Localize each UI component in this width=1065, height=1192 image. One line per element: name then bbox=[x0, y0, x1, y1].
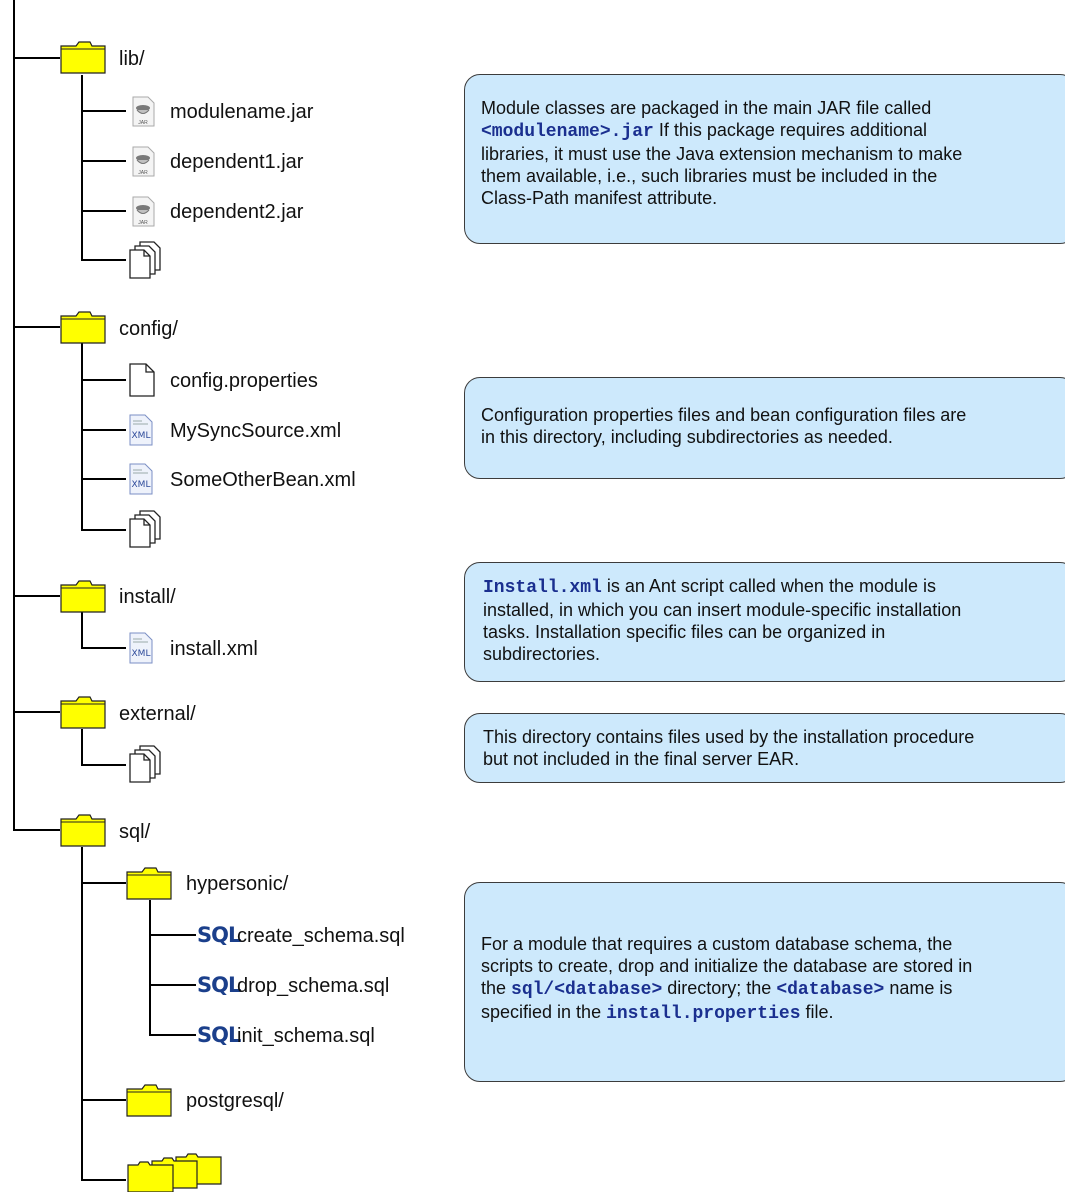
jar-file-icon: JAR bbox=[132, 96, 155, 127]
folder-icon bbox=[60, 580, 106, 613]
note-install: Install.xml is an Ant script called when… bbox=[464, 562, 1065, 682]
xml-file-icon: XML bbox=[129, 414, 153, 446]
sql-file-icon: SQL bbox=[197, 923, 241, 947]
folder-label-postgresql: postgresql/ bbox=[186, 1090, 284, 1112]
file-label-someotherbean-xml: SomeOtherBean.xml bbox=[170, 469, 356, 491]
multiple-folders-icon bbox=[127, 1153, 222, 1192]
sql-file-icon: SQL bbox=[197, 1023, 241, 1047]
folder-icon bbox=[60, 41, 106, 74]
file-label-mysyncsource-xml: MySyncSource.xml bbox=[170, 420, 342, 442]
svg-text:JAR: JAR bbox=[138, 120, 148, 126]
svg-text:XML: XML bbox=[132, 649, 151, 659]
trunk-line bbox=[13, 0, 60, 831]
folder-label-hypersonic: hypersonic/ bbox=[186, 873, 289, 895]
file-label-drop-schema: drop_schema.sql bbox=[237, 975, 390, 997]
config-children-line bbox=[81, 343, 126, 531]
file-icon bbox=[129, 363, 155, 397]
multiple-files-icon bbox=[129, 241, 161, 279]
file-label-install-xml: install.xml bbox=[170, 638, 258, 660]
note-sql-text: For a module that requires a custom data… bbox=[481, 934, 953, 954]
note-config: Configuration properties files and bean … bbox=[464, 377, 1065, 479]
folder-icon bbox=[126, 1084, 172, 1117]
note-lib-text: Module classes are packaged in the main … bbox=[481, 98, 932, 118]
note-config-text: Configuration properties files and bean … bbox=[481, 405, 967, 425]
multiple-files-icon bbox=[129, 745, 161, 783]
folder-label-lib: lib/ bbox=[119, 48, 145, 70]
hypersonic-children-line bbox=[149, 900, 196, 1036]
note-install-code: Install.xml bbox=[483, 578, 602, 598]
svg-text:JAR: JAR bbox=[138, 220, 148, 226]
sql-file-icon: SQL bbox=[197, 973, 241, 997]
file-label-dependent1-jar: dependent1.jar bbox=[170, 151, 304, 173]
file-label-create-schema: create_schema.sql bbox=[237, 925, 405, 947]
note-lib-code: <modulename>.jar bbox=[481, 122, 654, 142]
file-label-modulename-jar: modulename.jar bbox=[170, 101, 314, 123]
jar-file-icon: JAR bbox=[132, 146, 155, 177]
jar-file-icon: JAR bbox=[132, 196, 155, 227]
xml-file-icon: XML bbox=[129, 463, 153, 495]
note-external: This directory contains files used by th… bbox=[464, 713, 1065, 783]
svg-text:JAR: JAR bbox=[138, 170, 148, 176]
file-label-dependent2-jar: dependent2.jar bbox=[170, 201, 304, 223]
note-external-text: This directory contains files used by th… bbox=[483, 727, 975, 747]
sql-children-line bbox=[81, 847, 126, 1181]
xml-file-icon: XML bbox=[129, 632, 153, 664]
lib-children-line bbox=[81, 75, 126, 261]
folder-label-sql: sql/ bbox=[119, 821, 151, 843]
file-label-config-properties: config.properties bbox=[170, 370, 318, 392]
folder-icon bbox=[126, 867, 172, 900]
note-lib: Module classes are packaged in the main … bbox=[464, 74, 1065, 244]
install-children-line bbox=[81, 612, 126, 649]
multiple-files-icon bbox=[129, 510, 161, 548]
svg-text:XML: XML bbox=[132, 431, 151, 441]
folder-label-external: external/ bbox=[119, 703, 196, 725]
folder-icon bbox=[60, 814, 106, 847]
svg-text:XML: XML bbox=[132, 480, 151, 490]
external-children-line bbox=[81, 729, 126, 766]
note-sql: For a module that requires a custom data… bbox=[464, 882, 1065, 1082]
folder-icon bbox=[60, 311, 106, 344]
folder-icon bbox=[60, 696, 106, 729]
folder-label-config: config/ bbox=[119, 318, 178, 340]
folder-label-install: install/ bbox=[119, 586, 176, 608]
file-label-init-schema: init_schema.sql bbox=[237, 1025, 375, 1047]
